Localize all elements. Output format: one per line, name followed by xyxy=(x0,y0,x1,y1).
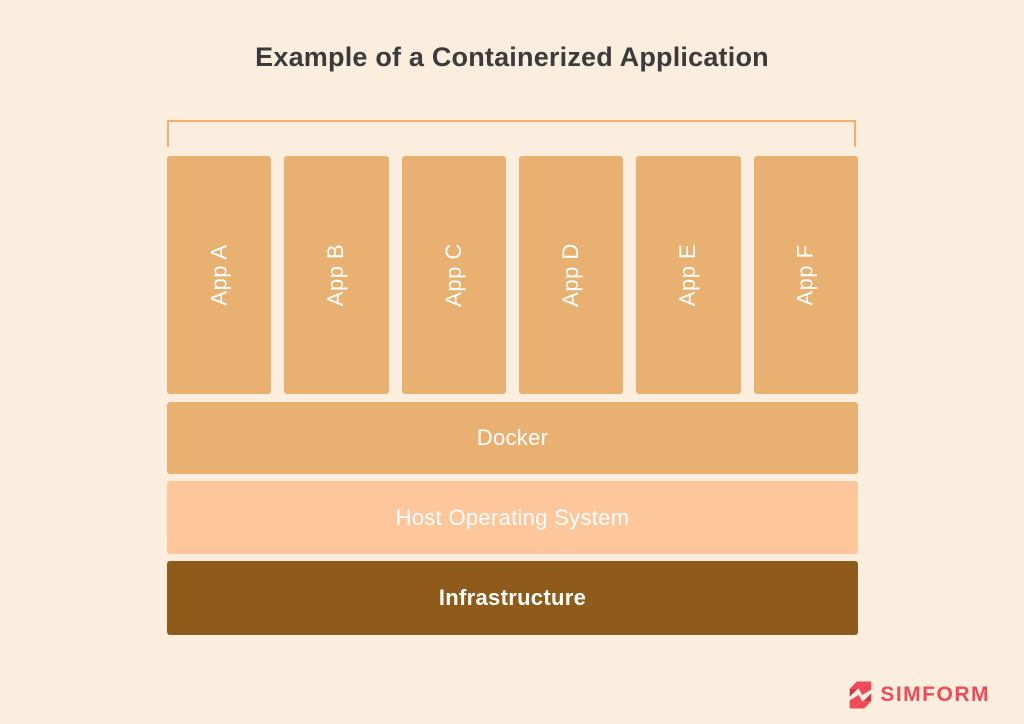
host-os-layer: Host Operating System xyxy=(167,481,858,554)
apps-row: App A App B App C App D App E App F xyxy=(167,156,858,394)
docker-layer: Docker xyxy=(167,402,858,474)
container-group-bracket xyxy=(167,120,856,147)
app-container-c: App C xyxy=(401,156,506,394)
app-label: App F xyxy=(792,244,818,306)
app-container-f: App F xyxy=(753,156,858,394)
app-label: App D xyxy=(558,243,584,307)
app-label: App B xyxy=(323,243,349,307)
page-title: Example of a Containerized Application xyxy=(255,42,769,72)
app-container-d: App D xyxy=(518,156,624,394)
app-container-e: App E xyxy=(636,156,741,394)
simform-logo: SIMFORM xyxy=(847,680,990,710)
app-container-a: App A xyxy=(167,156,272,394)
app-label: App C xyxy=(440,243,466,307)
app-container-b: App B xyxy=(284,156,389,394)
simform-logo-text: SIMFORM xyxy=(880,683,990,706)
infrastructure-layer: Infrastructure xyxy=(167,561,858,635)
app-label: App E xyxy=(675,243,701,307)
simform-s-icon xyxy=(847,680,874,710)
app-label: App A xyxy=(206,244,232,306)
